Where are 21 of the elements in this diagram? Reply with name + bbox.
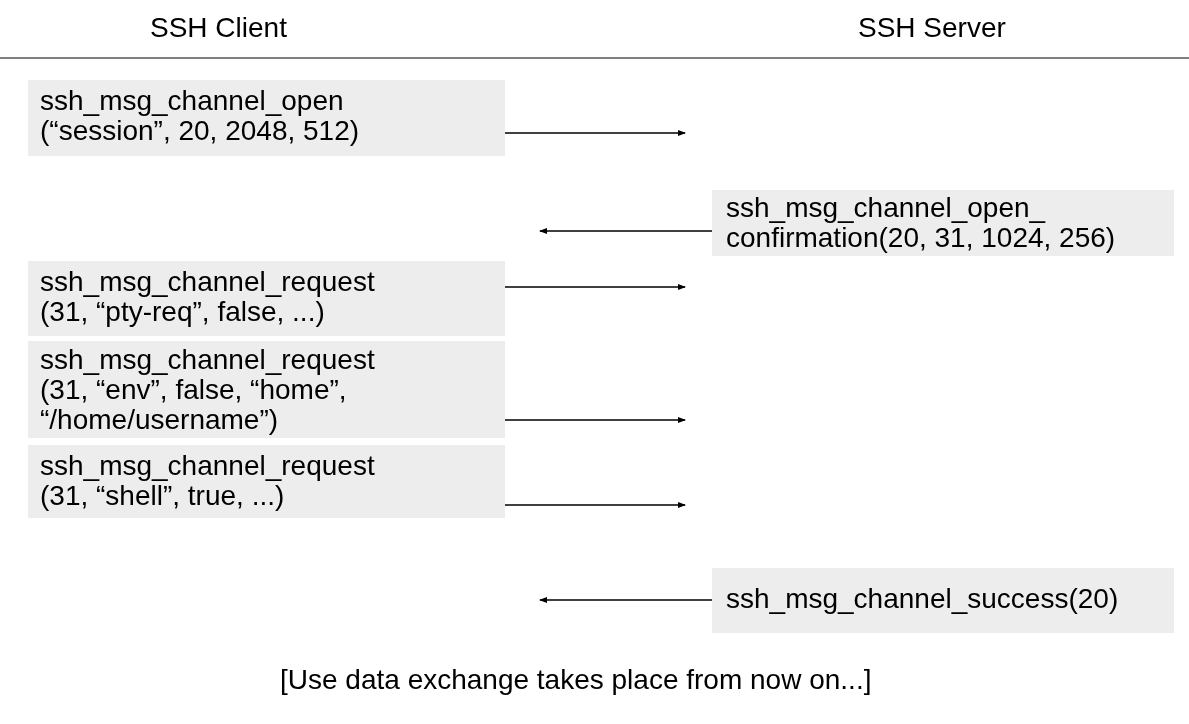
message-arrow — [539, 228, 713, 234]
message-arrow — [504, 284, 686, 290]
message-text: ssh_msg_channel_request (31, “pty-req”, false, ...) — [40, 267, 376, 327]
message-box — [712, 190, 1174, 256]
message-text: ssh_msg_channel_open (“session”, 20, 2048, 512) — [40, 86, 361, 146]
column-header: SSH Server — [858, 12, 1006, 44]
message-text: ssh_msg_channel_open_ confirmation(20, 31, 1024, 256) — [726, 193, 1117, 253]
message-arrow — [504, 502, 686, 508]
note-text: [Use data exchange takes place from now on...] — [280, 664, 872, 696]
column-header: SSH Client — [150, 12, 287, 44]
message-arrow — [504, 130, 686, 136]
message-box — [28, 341, 505, 438]
message-box — [712, 568, 1174, 633]
message-text: ssh_msg_channel_request (31, “env”, false, “home”, “/home/username”) — [40, 345, 376, 435]
message-box — [28, 445, 505, 518]
message-arrow — [504, 417, 686, 423]
message-box — [28, 261, 505, 336]
message-text: ssh_msg_channel_success(20) — [726, 584, 1120, 614]
message-text: ssh_msg_channel_request (31, “shell”, true, ...) — [40, 451, 376, 511]
message-arrow — [539, 597, 713, 603]
message-box — [28, 80, 505, 156]
